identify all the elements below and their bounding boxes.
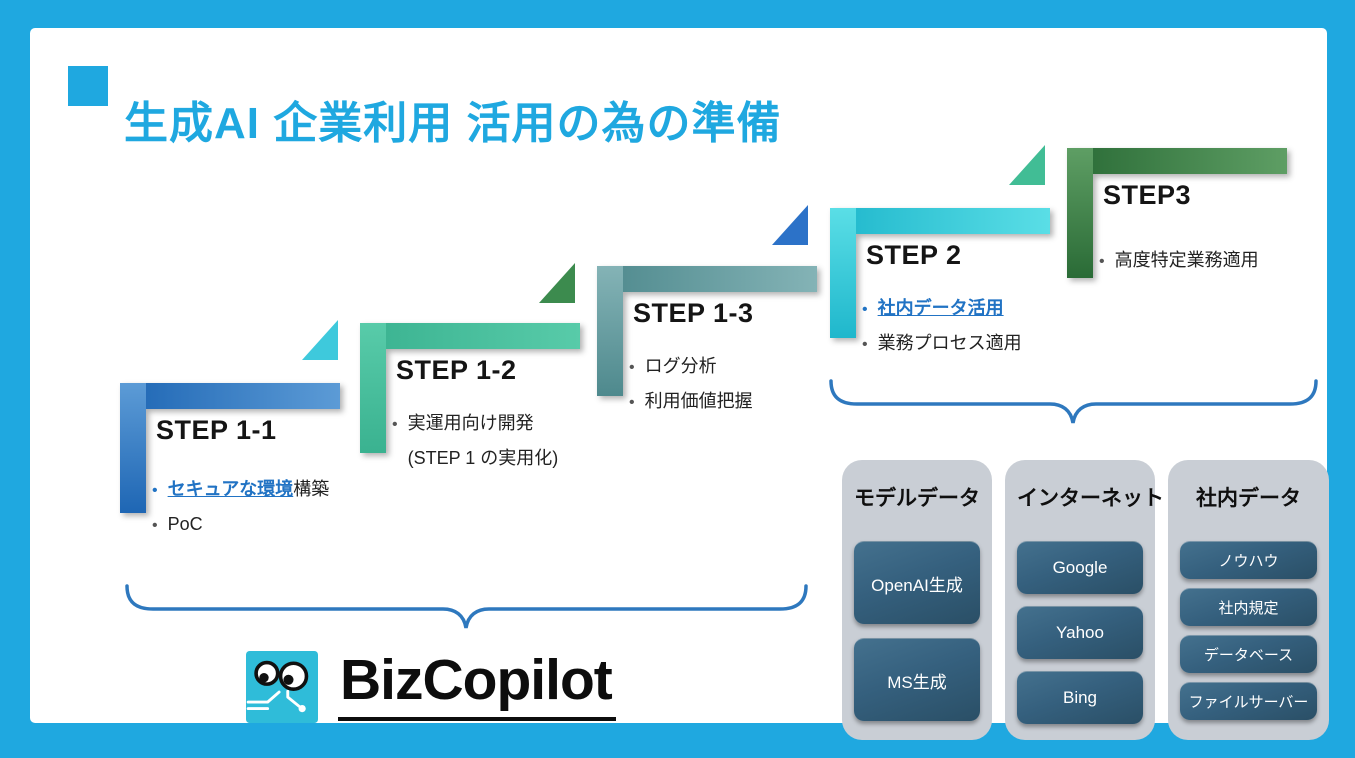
- data-source-box-title: モデルデータ: [854, 487, 980, 510]
- data-source-items: OpenAI生成 MS生成: [854, 541, 980, 721]
- bullet-text: PoC: [167, 514, 203, 534]
- step-block-1-2: STEP 1-2 • 実運用向け開発 • (STEP 1 の実用化): [302, 320, 680, 543]
- bullet-dot: •: [152, 517, 158, 534]
- step-flag-triangle-icon: [539, 263, 575, 303]
- data-source-box-title: インターネット: [1017, 487, 1164, 510]
- bullet-dot: •: [152, 482, 158, 499]
- step-flag-triangle-icon: [1009, 145, 1045, 185]
- bullet-item: • 社内データ活用: [862, 298, 1022, 320]
- bullet-item: • PoC: [152, 514, 329, 536]
- bullet-item: • ログ分析: [629, 356, 753, 378]
- bizcopilot-logo: BizCopilot: [246, 651, 616, 723]
- data-source-items: ノウハウ社内規定データベースファイルサーバー: [1180, 541, 1317, 720]
- step-block-3: STEP3 • 高度特定業務適用: [1009, 145, 1355, 368]
- link-internal-data-usage[interactable]: 社内データ活用: [877, 298, 1004, 318]
- step-2-bullets: • 社内データ活用 • 業務プロセス適用: [862, 298, 1022, 368]
- bullet-dot: •: [629, 359, 635, 376]
- title-square-marker: [68, 66, 108, 106]
- data-source-box-title: 社内データ: [1196, 487, 1301, 510]
- step-1-3-title: STEP 1-3: [633, 298, 754, 328]
- bullet-text: 構築: [293, 479, 330, 499]
- slide-canvas: 生成AI 企業利用 活用の為の準備 STEP 1-1 • セキュアな環境 構築 …: [30, 28, 1329, 740]
- bullet-item: • (STEP 1 の実用化): [392, 448, 559, 470]
- bullet-text: (STEP 1 の実用化): [407, 448, 559, 468]
- step-3-bullets: • 高度特定業務適用: [1099, 250, 1259, 285]
- bullet-text: 高度特定業務適用: [1114, 250, 1259, 270]
- bullet-item: • 実運用向け開発: [392, 413, 558, 435]
- data-source-item: Bing: [1017, 671, 1143, 724]
- bullet-item: • 業務プロセス適用: [862, 333, 1022, 355]
- data-source-item: Yahoo: [1017, 606, 1143, 659]
- bullet-dot: •: [1099, 253, 1105, 270]
- data-source-item: MS生成: [854, 638, 980, 721]
- step-3-title: STEP3: [1103, 180, 1192, 210]
- data-source-item: ノウハウ: [1180, 541, 1317, 579]
- link-secure-environment[interactable]: セキュアな環境: [167, 479, 294, 499]
- bullet-text: ログ分析: [644, 356, 717, 376]
- step-1-2-title: STEP 1-2: [396, 355, 517, 385]
- bullet-item: • 利用価値把握: [629, 391, 753, 413]
- data-source-item: 社内規定: [1180, 588, 1317, 626]
- bizcopilot-logo-text: BizCopilot: [338, 651, 616, 721]
- curly-brace-step2: [829, 379, 1318, 427]
- bullet-text: 実運用向け開発: [407, 413, 534, 433]
- bullet-dot: •: [629, 394, 635, 411]
- step-2-title: STEP 2: [866, 240, 962, 270]
- data-source-item: ファイルサーバー: [1180, 682, 1317, 720]
- step-bracket-shape: [1067, 148, 1287, 278]
- step-bracket-shape: [830, 208, 1050, 338]
- data-source-box-internal-data: 社内データ ノウハウ社内規定データベースファイルサーバー: [1168, 460, 1329, 740]
- step-bracket-shape: [120, 383, 340, 513]
- step-1-3-bullets: • ログ分析 • 利用価値把握: [629, 356, 753, 426]
- step-1-1-bullets: • セキュアな環境 構築 • PoC: [152, 479, 329, 549]
- bullet-dot: •: [862, 336, 868, 353]
- bullet-item: • 高度特定業務適用: [1099, 250, 1259, 272]
- bullet-dot: •: [862, 301, 868, 318]
- data-source-box-model-data: モデルデータ OpenAI生成 MS生成: [842, 460, 992, 740]
- page-title: 生成AI 企業利用 活用の為の準備: [124, 99, 782, 149]
- step-block-1-1: STEP 1-1 • セキュアな環境 構築 • PoC: [120, 383, 440, 603]
- data-source-item: OpenAI生成: [854, 541, 980, 624]
- step-flag-triangle-icon: [302, 320, 338, 360]
- step-bracket-shape: [597, 266, 817, 396]
- step-1-1-title: STEP 1-1: [156, 415, 277, 445]
- step-flag-triangle-icon: [772, 205, 808, 245]
- bullet-item: • セキュアな環境 構築: [152, 479, 329, 501]
- bullet-dot: •: [392, 416, 398, 433]
- bullet-text: 業務プロセス適用: [877, 333, 1022, 353]
- bizcopilot-robot-eyes-icon: [246, 651, 318, 723]
- step-bracket-shape: [360, 323, 580, 453]
- curly-brace-steps1: [125, 584, 808, 632]
- data-source-item: Google: [1017, 541, 1143, 594]
- data-source-item: データベース: [1180, 635, 1317, 673]
- step-1-2-bullets: • 実運用向け開発 • (STEP 1 の実用化): [392, 413, 558, 483]
- bullet-text: 利用価値把握: [644, 391, 753, 411]
